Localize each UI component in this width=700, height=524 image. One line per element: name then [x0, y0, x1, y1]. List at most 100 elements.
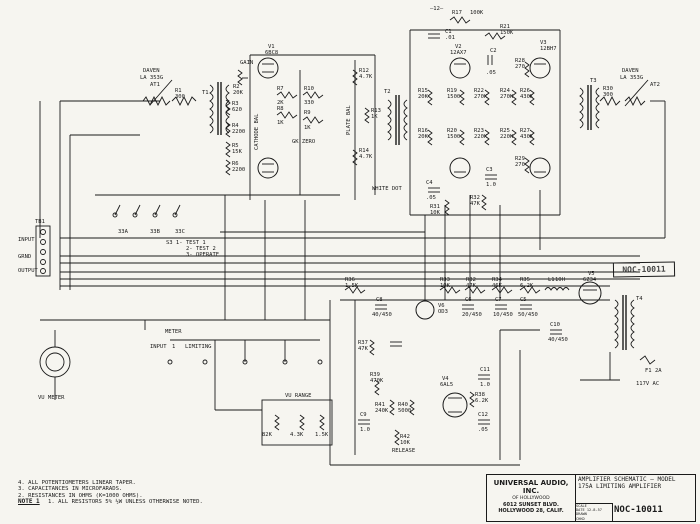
svg-text:20K: 20K	[418, 94, 429, 100]
s3-contact-b: 33B	[150, 229, 161, 235]
svg-text:330: 330	[304, 100, 314, 106]
svg-text:10K: 10K	[440, 283, 451, 289]
svg-text:.05: .05	[478, 427, 488, 433]
svg-text:R34: R34	[492, 277, 503, 283]
ac-line-label: 117V AC	[636, 381, 659, 387]
note-line-2: 2. RESISTANCES IN OHMS (K=1000 OHMS).	[18, 492, 143, 499]
tube-v4: V4 6AL5	[440, 376, 468, 418]
company-city: HOLLYWOOD 28, CALIF.	[498, 508, 564, 514]
svg-text:40/450: 40/450	[372, 312, 392, 318]
svg-text:R19: R19	[447, 88, 457, 94]
svg-text:R36: R36	[345, 277, 355, 283]
notes-block: 4. ALL POTENTIOMETERS LINEAR TAPER. 3. C…	[18, 480, 278, 506]
svg-text:1K: 1K	[277, 120, 284, 126]
plate-bal-label: PLATE BAL	[346, 105, 352, 135]
svg-text:V5: V5	[588, 271, 595, 277]
top-network: R17 100K C1 .01 R21 150K C2 .05	[428, 10, 514, 76]
svg-text:220K: 220K	[474, 134, 488, 140]
svg-text:470K: 470K	[370, 378, 384, 384]
gain-pot-r2: GAIN R2 20K	[233, 60, 253, 96]
svg-text:T4: T4	[636, 296, 643, 302]
svg-text:47K: 47K	[466, 283, 477, 289]
svg-text:50/450: 50/450	[518, 312, 538, 318]
svg-text:C8: C8	[376, 297, 383, 303]
svg-text:R30: R30	[603, 86, 613, 92]
meter-pos-limiting: LIMITING	[185, 344, 212, 350]
terminal-block-tb1: TB1 INPUT GRND OUTPUT	[18, 219, 51, 277]
svg-text:12BH7: 12BH7	[540, 46, 557, 52]
tube-v2: V2 12AX7	[449, 44, 471, 179]
svg-text:R15: R15	[418, 88, 428, 94]
svg-text:6AL5: 6AL5	[440, 382, 453, 388]
svg-text:46K: 46K	[492, 283, 503, 289]
svg-text:R12: R12	[359, 68, 369, 74]
svg-text:270K: 270K	[474, 94, 488, 100]
svg-text:R22: R22	[474, 88, 484, 94]
svg-text:R32: R32	[470, 195, 480, 201]
svg-text:10K: 10K	[400, 440, 411, 446]
svg-text:4.3K: 4.3K	[290, 432, 304, 438]
svg-text:10/450: 10/450	[493, 312, 513, 318]
svg-text:L1: L1	[548, 277, 555, 283]
svg-text:R35: R35	[520, 277, 530, 283]
company-name: UNIVERSAL AUDIO, INC.	[493, 479, 569, 495]
svg-text:240K: 240K	[375, 408, 389, 414]
resistor-bank-middle: R15 20K R16 20K R19 1500 R20 1500 R22 27…	[418, 58, 535, 174]
tube-v1: V1 6BC8	[257, 44, 279, 179]
v1-ref: V1	[268, 44, 275, 50]
svg-text:5000: 5000	[398, 408, 411, 414]
svg-text:2K: 2K	[277, 100, 284, 106]
svg-text:C10: C10	[550, 322, 560, 328]
svg-text:R20: R20	[447, 128, 457, 134]
svg-text:AT2: AT2	[650, 82, 660, 88]
svg-text:DAVEN: DAVEN	[622, 68, 639, 74]
tb1-label: TB1	[35, 219, 45, 225]
top-mark: —12—	[430, 6, 444, 12]
svg-text:C11: C11	[480, 367, 490, 373]
notes-title: NOTE 1	[18, 498, 40, 505]
svg-text:R9: R9	[304, 110, 311, 116]
svg-text:R13: R13	[371, 108, 381, 114]
meta-date: DATE 12-8-57	[576, 508, 602, 513]
rectifier-v5: V5 6Z34	[578, 271, 602, 305]
svg-text:R3: R3	[232, 101, 239, 107]
svg-text:270K: 270K	[500, 94, 514, 100]
svg-text:1.0: 1.0	[486, 182, 496, 188]
svg-text:430K: 430K	[520, 134, 534, 140]
svg-text:4.7K: 4.7K	[359, 154, 373, 160]
release-network: R39 470K R41 240K R40 5000 C9 1.0 R42 10…	[358, 372, 415, 454]
svg-text:6Z34: 6Z34	[583, 277, 597, 283]
v1-type: 6BC8	[265, 50, 278, 56]
svg-text:R5: R5	[232, 143, 239, 149]
output-stage: T3 R30 300 DAVEN LA 353G AT2	[579, 68, 666, 238]
misc-wiring	[144, 195, 540, 466]
meter-label: METER	[165, 329, 182, 335]
svg-text:1.0: 1.0	[480, 382, 490, 388]
svg-text:R4: R4	[232, 123, 239, 129]
gain-label: GAIN	[240, 60, 253, 66]
svg-text:1K: 1K	[304, 125, 311, 131]
svg-text:430K: 430K	[520, 94, 534, 100]
note-line-1: 1. ALL RESISTORS 5% ½W UNLESS OTHERWISE …	[48, 499, 203, 506]
drawing-number: NOC-10011	[614, 505, 663, 515]
svg-text:C9: C9	[360, 412, 367, 418]
svg-text:R16: R16	[418, 128, 428, 134]
svg-text:82K: 82K	[262, 432, 273, 438]
note-line-4: 4. ALL POTENTIOMETERS LINEAR TAPER.	[18, 480, 136, 486]
svg-text:150K: 150K	[500, 30, 514, 36]
plate-balance: R12 4.7K R14 4.7K R13 1K PLATE BAL	[346, 68, 381, 166]
s3-position-1: S3 1- TEST 1	[166, 240, 206, 246]
svg-text:1.0: 1.0	[360, 427, 370, 433]
svg-text:R29: R29	[515, 156, 525, 162]
svg-text:6.2K: 6.2K	[475, 398, 489, 404]
fuse-ref: F1	[645, 368, 652, 374]
note-line-3: 3. CAPACITANCES IN MICROFARADS.	[18, 486, 123, 493]
svg-text:1.5K: 1.5K	[315, 432, 329, 438]
svg-text:R6: R6	[232, 161, 239, 167]
svg-text:4.7K: 4.7K	[359, 74, 373, 80]
tb-terminal-output: OUTPUT	[18, 268, 39, 274]
svg-text:C4: C4	[426, 180, 433, 186]
vu-meter-label: VU METER	[38, 395, 65, 401]
drawing-meta: SCALE DATE 12-8-57 DRAWN CHKD	[575, 503, 613, 522]
gk-zero-label: GK ZERO	[292, 139, 315, 145]
